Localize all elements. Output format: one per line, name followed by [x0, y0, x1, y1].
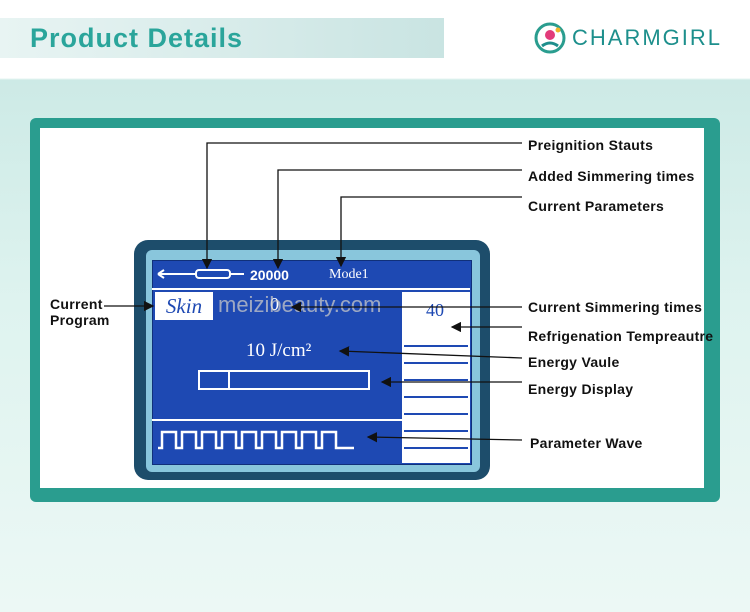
- label-current-program-line2: Program: [50, 312, 110, 328]
- current-program: Skin: [165, 294, 203, 318]
- program-box: [155, 292, 213, 320]
- callout-current-parameters: [335, 196, 522, 268]
- energy-display-bar: [198, 370, 370, 390]
- page-title: Product Details: [30, 23, 244, 53]
- callout-energy-value: [338, 346, 523, 359]
- screen-divider-top: [152, 288, 470, 290]
- label-energy-display: Energy Display: [528, 381, 634, 397]
- temperature-row-line: [404, 379, 468, 381]
- title-banner: Product Details: [0, 18, 444, 58]
- xenon-lamp-icon: [157, 269, 244, 279]
- label-refrigeration: Refrigenation Tempreautre: [528, 328, 714, 344]
- label-current-parameters: Current Parameters: [528, 198, 665, 214]
- mode-indicator: Mode1: [329, 267, 369, 282]
- callout-preignition: [201, 142, 522, 270]
- screen-divider-bottom: [152, 419, 402, 421]
- simmer-digit: 0: [270, 294, 279, 314]
- temperature-row-line: [404, 396, 468, 398]
- temperature-row-line: [404, 430, 468, 432]
- label-current-simmering: Current Simmering times: [528, 299, 703, 315]
- temperature-column: [402, 292, 470, 463]
- label-added-simmering: Added Simmering times: [528, 168, 695, 184]
- label-preignition: Preignition Stauts: [528, 137, 654, 153]
- temperature-row-line: [404, 362, 468, 364]
- label-current-program-line1: Current: [50, 296, 103, 312]
- energy-value: 10 J/cm²: [246, 340, 312, 361]
- charmgirl-logo-icon: [534, 22, 566, 54]
- callout-parameter-wave: [366, 431, 523, 443]
- temperature-row-line: [404, 345, 468, 347]
- brand-logo: CHARMGIRL: [534, 22, 722, 54]
- brand-name: CHARMGIRL: [572, 25, 723, 50]
- pulse-wave-icon: [158, 430, 354, 450]
- energy-display-fill: [200, 372, 231, 388]
- callout-added-simmering: [272, 169, 522, 270]
- label-parameter-wave: Parameter Wave: [530, 435, 643, 451]
- temperature-value: 40: [426, 300, 444, 320]
- label-energy-value: Energy Vaule: [528, 354, 620, 370]
- temperature-row-line: [404, 447, 468, 449]
- simmer-count: 20000: [250, 267, 289, 283]
- temperature-row-line: [404, 413, 468, 415]
